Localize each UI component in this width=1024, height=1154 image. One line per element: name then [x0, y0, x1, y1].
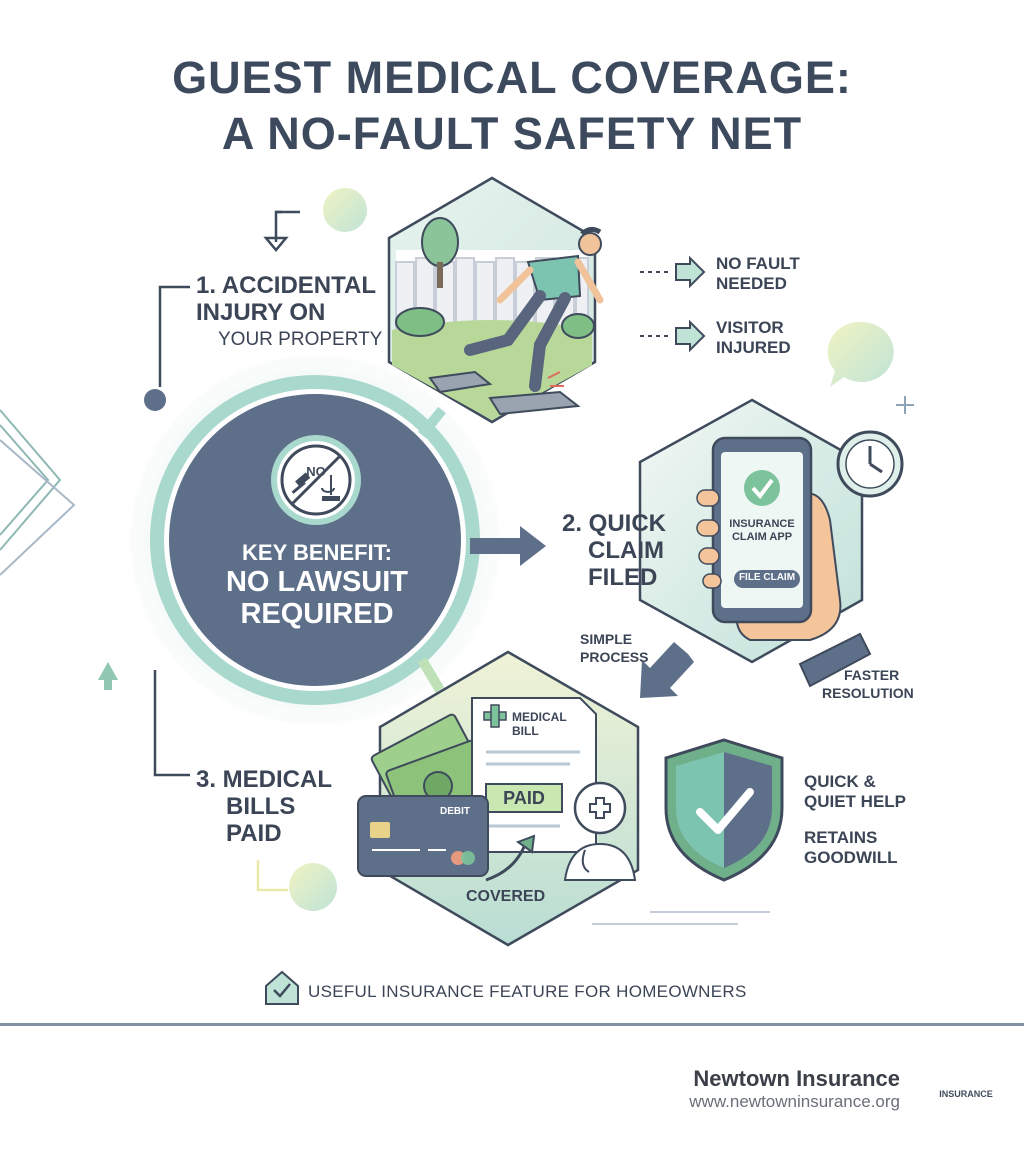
tripping-person-icon [464, 226, 604, 392]
step2-label: 2. QUICK CLAIM FILED [562, 510, 666, 591]
hexagon-bills-paid [357, 650, 640, 947]
step2-line3: FILED [588, 564, 658, 591]
headline-line2: REQUIRED [240, 598, 394, 630]
clock-icon [836, 430, 904, 498]
bush [395, 307, 445, 337]
speech-bubble-icon [827, 321, 894, 387]
medical-bill-label: MEDICAL BILL [512, 710, 567, 738]
file-claim-button[interactable]: FILE CLAIM [738, 572, 796, 583]
step3-line1: 3. MEDICAL [196, 766, 333, 793]
key-benefit-headline: NO LAWSUIT REQUIRED [172, 566, 462, 630]
note-faster-line1: FASTER [844, 667, 900, 683]
headline-line1: NO LAWSUIT [225, 566, 409, 598]
note-simple-line2: PROCESS [580, 649, 649, 665]
medical-bill-line2: BILL [512, 724, 539, 738]
page-title: GUEST MEDICAL COVERAGE: A NO-FAULT SAFET… [0, 50, 1024, 162]
tree-icon [421, 217, 459, 288]
tagline: USEFUL INSURANCE FEATURE FOR HOMEOWNERS [308, 982, 747, 1001]
logo-top-text: NEWTOWN [944, 1070, 988, 1079]
step1-line3: YOUR PROPERTY [218, 329, 383, 350]
connector-lines [153, 210, 300, 892]
step1-line2: INJURY ON [196, 299, 326, 326]
note-arrows-1 [640, 271, 672, 337]
step3-line2: BILLS [226, 793, 296, 820]
arrow-down-left-icon [640, 642, 694, 698]
logo-ribbon-text: INSURANCE [939, 1089, 993, 1099]
connector-line [418, 406, 446, 439]
sparkle-icon [896, 396, 914, 414]
step1-line1: 1. ACCIDENTAL [196, 272, 376, 299]
benefit-quick-help: QUICK & QUIET HELP [804, 772, 906, 812]
benefit-goodwill: RETAINS GOODWILL [804, 828, 897, 868]
step2-line1: 2. QUICK [562, 510, 667, 537]
note-no-fault-line2: NEEDED [716, 274, 787, 293]
hexagon-claim-app [638, 398, 872, 688]
arrow-right-icon [470, 526, 546, 566]
key-benefit-label: KEY BENEFIT: [242, 540, 392, 565]
no-lawsuit-badge [271, 435, 361, 525]
note-visitor-line1: VISITOR [716, 318, 784, 337]
medical-bill-line1: MEDICAL [512, 710, 567, 724]
app-title-line2: CLAIM APP [731, 531, 793, 543]
debit-card-icon [357, 795, 489, 877]
note-faster-line2: RESOLUTION [822, 685, 914, 701]
title-line-2: A NO-FAULT SAFETY NET [221, 108, 803, 159]
down-arrow-icon [263, 236, 289, 252]
bush [561, 313, 595, 339]
app-title: INSURANCE CLAIM APP [721, 518, 803, 544]
brand-name: Newtown Insurance [693, 1066, 900, 1091]
step3-label: 3. MEDICAL BILLS PAID [196, 766, 332, 847]
tree-mini-icon [98, 662, 118, 690]
decorative-dot [289, 863, 337, 911]
arrow-icon [675, 319, 706, 353]
benefit-goodwill-line1: RETAINS [804, 828, 878, 847]
benefit-goodwill-line2: GOODWILL [804, 848, 898, 867]
benefit-quick-line2: QUIET HELP [804, 792, 907, 811]
note-visitor-injured: VISITOR INJURED [716, 318, 791, 358]
app-title-line1: INSURANCE [729, 518, 795, 530]
brand-url[interactable]: www.newtowninsurance.org [689, 1092, 900, 1111]
benefit-quick-line1: QUICK & [804, 772, 876, 791]
footer-divider [0, 1023, 1024, 1026]
gavel-icon [291, 472, 311, 494]
speed-lines [592, 911, 770, 925]
step1-label: 1. ACCIDENTAL INJURY ON YOUR PROPERTY [196, 272, 382, 353]
hexagon-injury-scene [387, 176, 604, 424]
paid-stamp: PAID [503, 788, 545, 808]
note-visitor-line2: INJURED [716, 338, 791, 357]
note-simple-line1: SIMPLE [580, 631, 633, 647]
connector-node [144, 389, 166, 411]
decorative-dot [323, 188, 367, 232]
title-line-1: GUEST MEDICAL COVERAGE: [172, 52, 852, 103]
badge-no-text: NO [306, 464, 326, 479]
covered-label: COVERED [466, 888, 546, 905]
step2-line2: CLAIM [588, 537, 664, 564]
footer [0, 1026, 1024, 1154]
center-disc [169, 394, 461, 686]
debit-card-label: DEBIT [440, 806, 470, 817]
house-check-icon [265, 970, 299, 1005]
stepping-stones [428, 370, 581, 416]
medical-bill-icon [471, 697, 597, 853]
decorative-chevrons [0, 409, 76, 576]
note-simple-process: SIMPLE PROCESS [580, 630, 648, 666]
note-no-fault-line1: NO FAULT [716, 254, 800, 273]
scale-icon [321, 475, 340, 501]
hand-holding-phone-icon [696, 436, 872, 688]
connector-line [417, 657, 445, 693]
note-faster-resolution: FASTER RESOLUTION [822, 666, 914, 702]
shield-check-icon [664, 738, 784, 882]
arrow-icon [675, 255, 706, 289]
note-no-fault: NO FAULT NEEDED [716, 254, 800, 294]
step3-line3: PAID [226, 820, 282, 847]
doctor-icon [563, 781, 637, 881]
